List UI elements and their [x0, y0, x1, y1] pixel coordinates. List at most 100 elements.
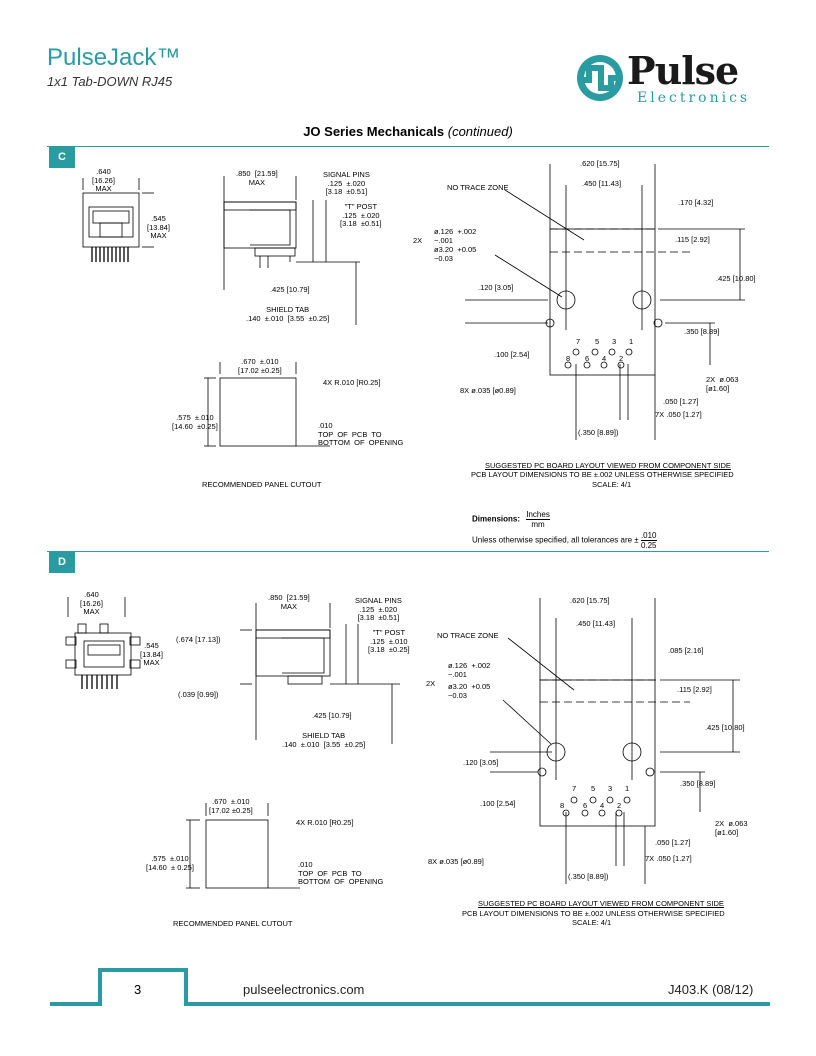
c-pcb-caption-1: SUGGESTED PC BOARD LAYOUT VIEWED FROM CO… [485, 461, 731, 470]
d-pcb-caption-3: SCALE: 4/1 [572, 918, 612, 927]
c-cutout-top: .010 TOP OF PCB TO BOTTOM OF OPENING [318, 421, 404, 447]
d-shield-tab: SHIELD TAB .140 ±.010 [3.55 ±0.25] [282, 731, 366, 749]
c-dim-425: .425 [10.80] [716, 274, 756, 283]
d-pin-2: 2 [617, 801, 622, 810]
logo-sub: Electronics [637, 90, 751, 106]
dimensions-label: Dimensions: [472, 514, 521, 524]
section-title: JO Series Mechanicals [303, 124, 445, 139]
footer-url-link[interactable]: pulseelectronics.com [243, 982, 365, 997]
d-hole-spec: ø.126 +.002 −.001 [448, 661, 491, 679]
section-c-rule [47, 146, 769, 147]
footer-outline [50, 968, 770, 1006]
c-pin-3: 3 [612, 337, 617, 346]
d-side-offset: (.039 [0.99]) [178, 690, 219, 699]
c-shield-tab: SHIELD TAB .140 ±.010 [3.55 ±0.25] [246, 305, 330, 323]
d-cutout-height: .575 ±.010 [14.60 ± 0.25] [146, 854, 194, 872]
d-t-post: "T" POST .125 ±.010 [3.18 ±0.25] [368, 628, 410, 654]
c-signal-pins: SIGNAL PINS .125 ±.020 [3.18 ±0.51] [323, 170, 370, 196]
c-pin-6: 6 [585, 354, 590, 363]
c-cutout-radius: 4X R.010 [R0.25] [323, 378, 381, 387]
d-cutout-top: .010 TOP OF PCB TO BOTTOM OF OPENING [298, 860, 384, 886]
c-pcb-caption-2: PCB LAYOUT DIMENSIONS TO BE ±.002 UNLESS… [471, 470, 734, 479]
d-pcb-caption-1: SUGGESTED PC BOARD LAYOUT VIEWED FROM CO… [478, 899, 724, 908]
d-dim-115: .115 [2.92] [677, 685, 712, 694]
d-no-trace: NO TRACE ZONE [437, 631, 499, 640]
c-dim-100: .100 [2.54] [494, 350, 530, 359]
d-dim-120: .120 [3.05] [463, 758, 499, 767]
c-dim-7x050: 7X .050 [1.27] [655, 410, 702, 419]
d-hole-mm: ø3.20 +0.05 −0.03 [448, 682, 491, 700]
section-suffix: (continued) [447, 124, 513, 139]
d-side-length: .850 [21.59] MAX [268, 593, 310, 611]
c-dim-120: .120 [3.05] [478, 283, 514, 292]
d-dim-350b: (.350 [8.89]) [568, 872, 609, 881]
d-dim-085: .085 [2.16] [668, 646, 704, 655]
dimensions-note: Dimensions: Inches mm Unless otherwise s… [472, 510, 657, 550]
d-pcb-caption-2: PCB LAYOUT DIMENSIONS TO BE ±.002 UNLESS… [462, 909, 725, 918]
c-pin-4: 4 [602, 354, 607, 363]
c-pin-1: 1 [629, 337, 634, 346]
c-side-view [223, 176, 360, 325]
c-t-post: "T" POST .125 ±.020 [3.18 ±0.51] [340, 202, 382, 228]
d-dim-425: .425 [10.80] [705, 723, 745, 732]
pulse-logo: Pulse Electronics [575, 48, 775, 108]
c-dim-350b: (.350 [8.89]) [578, 428, 619, 437]
tolerance-top: .010 [640, 531, 657, 541]
d-pcb-width: .620 [15.75] [570, 596, 610, 605]
tolerance-bottom: 0.25 [640, 541, 657, 550]
c-pin-8: 8 [566, 354, 571, 363]
section-d-rule [47, 551, 769, 552]
c-hole-mm: ø3.20 +0.05 −0.03 [434, 245, 477, 263]
d-small-hole: 2X ø.063 [ø1.60] [715, 819, 748, 837]
c-dim-170: .170 [4.32] [678, 198, 714, 207]
section-d-tag: D [49, 551, 75, 573]
d-front-view [65, 597, 141, 689]
c-pin-hole: 8X ø.035 [ø0.89] [460, 386, 516, 395]
d-front-height: .545 [13.84] MAX [140, 641, 163, 667]
section-heading: JO Series Mechanicals (continued) [0, 124, 816, 139]
c-pin-5: 5 [595, 337, 600, 346]
pulse-logo-icon [577, 55, 623, 101]
d-pin-hole: 8X ø.035 [ø0.89] [428, 857, 484, 866]
d-dim-100: .100 [2.54] [480, 799, 516, 808]
c-pin-7: 7 [576, 337, 581, 346]
page-title: PulseJack™ [47, 44, 181, 71]
d-pcb-layout [490, 598, 740, 884]
c-cutout-height: .575 ±.010 [14.60 ±0.25] [172, 413, 218, 431]
dimensions-unit-top: Inches [526, 510, 550, 520]
d-dim-050: .050 [1.27] [655, 838, 691, 847]
c-dim-050: .050 [1.27] [663, 397, 699, 406]
logo-word: Pulse [627, 48, 739, 93]
c-front-view [82, 178, 154, 262]
c-front-width: .640 [16.26] MAX [92, 167, 115, 193]
c-side-length: .850 [21.59] MAX [236, 169, 278, 187]
d-cutout-caption: RECOMMENDED PANEL CUTOUT [173, 919, 293, 928]
d-pcb-inner: .450 [11.43] [576, 619, 616, 628]
d-dim-7x050: 7X .050 [1.27] [645, 854, 692, 863]
d-front-width: .640 [16.26] MAX [80, 590, 103, 616]
page-subtitle: 1x1 Tab-DOWN RJ45 [47, 74, 173, 89]
dimensions-unit-bottom: mm [531, 520, 545, 529]
c-dim-115: .115 [2.92] [675, 235, 710, 244]
c-pcb-layout [465, 164, 745, 440]
d-signal-pins: SIGNAL PINS .125 ±.020 [3.18 ±0.51] [355, 596, 402, 622]
section-c-tag: C [49, 146, 75, 168]
d-cutout-radius: 4X R.010 [R0.25] [296, 818, 354, 827]
c-pcb-width: .620 [15.75] [580, 159, 620, 168]
c-no-trace: NO TRACE ZONE [447, 183, 509, 192]
d-pin-5: 5 [591, 784, 596, 793]
document-id: J403.K (08/12) [668, 982, 754, 997]
d-pin-8: 8 [560, 801, 565, 810]
d-qty-2x: 2X [426, 679, 436, 688]
page-number: 3 [134, 982, 142, 997]
d-dim-350: .350 [8.89] [680, 779, 716, 788]
d-pin-4: 4 [600, 801, 605, 810]
c-pin-offset: .425 [10.79] [270, 285, 310, 294]
d-side-view [240, 603, 400, 744]
c-qty-2x: 2X [413, 236, 423, 245]
c-dim-350: .350 [8.89] [684, 327, 720, 336]
d-cutout [186, 803, 300, 889]
c-pin-2: 2 [619, 354, 624, 363]
c-cutout-width: .670 ±.010 [17.02 ±0.25] [238, 357, 282, 375]
